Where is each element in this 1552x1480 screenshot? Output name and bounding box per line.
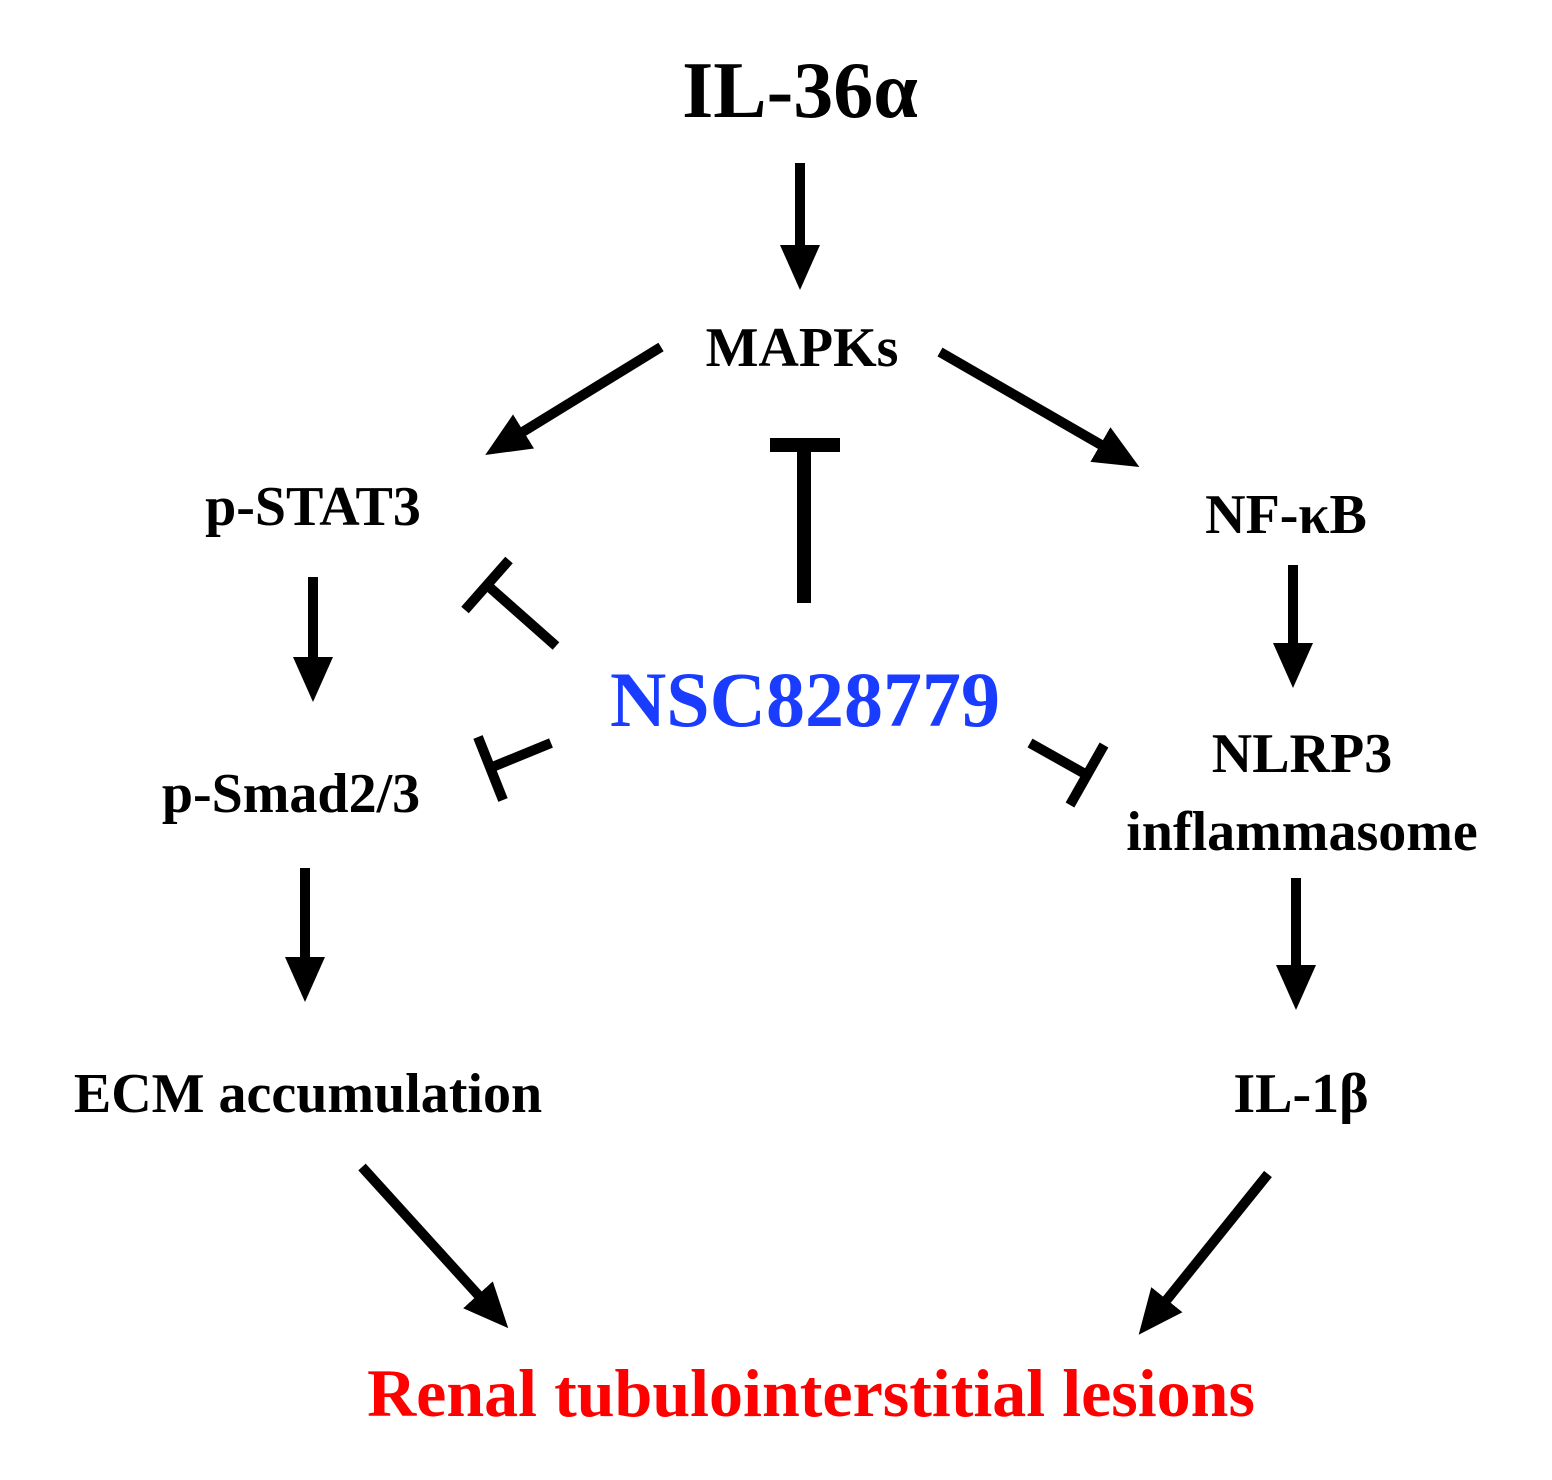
inhibit-pstat3 [461,556,560,650]
node-nlrp3-line1: NLRP3 [1212,723,1392,785]
inhibit-mapks [770,438,840,603]
node-drug: NSC828779 [610,656,1000,743]
inhibit-nlrp3 [1027,738,1109,808]
arrow-mapks-to-nfkb [937,347,1140,467]
inhibition-lines [461,438,1109,808]
activation-arrows [285,163,1316,1335]
arrow-mapks-to-pstat3 [485,342,664,455]
arrow-il1b-to-outcome [1138,1170,1272,1335]
node-psmad: p-Smad2/3 [162,763,420,825]
node-mapks: MAPKs [706,317,899,379]
node-il1b: IL-1β [1233,1063,1368,1125]
node-nlrp3-line2: inflammasome [1126,801,1478,863]
inhibit-psmad [473,735,553,802]
node-nfkb: NF-κB [1205,484,1367,546]
node-pstat3: p-STAT3 [205,476,421,538]
node-ecm: ECM accumulation [74,1063,542,1125]
node-outcome: Renal tubulointerstitial lesions [367,1355,1255,1431]
arrow-ecm-to-outcome [358,1163,509,1329]
node-il36a: IL-36α [682,47,918,135]
